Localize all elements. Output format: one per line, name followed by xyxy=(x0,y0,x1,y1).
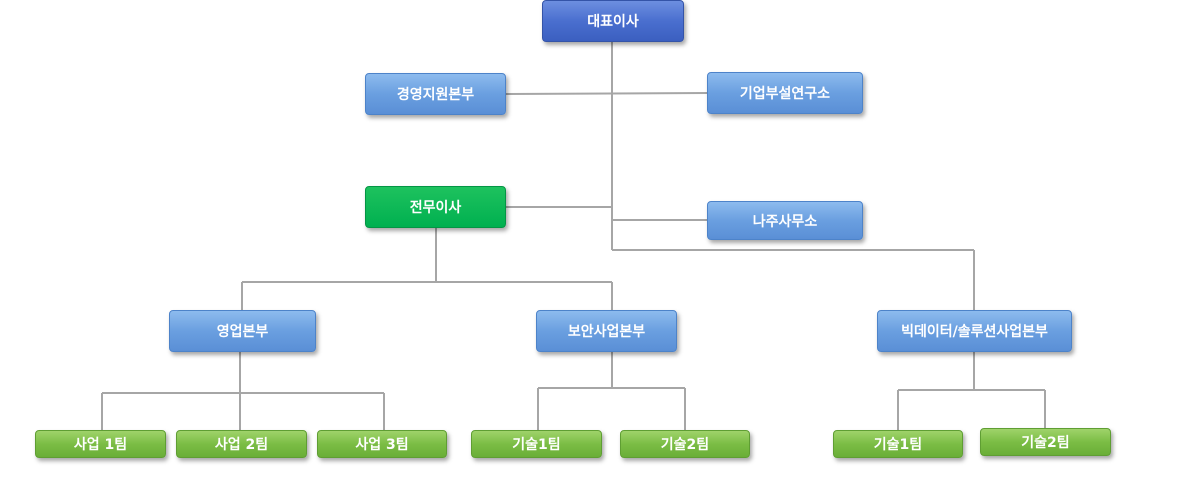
node-tech-team-2-bigdata: 기술2팀 xyxy=(980,428,1111,456)
node-research-lab: 기업부설연구소 xyxy=(707,72,863,114)
node-tech-team-1-security: 기술1팀 xyxy=(471,430,602,458)
node-sales-division: 영업본부 xyxy=(169,310,316,352)
node-ceo: 대표이사 xyxy=(542,0,684,42)
node-tech-team-1-bigdata: 기술1팀 xyxy=(833,430,963,458)
node-naju-office: 나주사무소 xyxy=(707,201,863,240)
node-business-team-2: 사업 2팀 xyxy=(176,430,307,458)
node-business-team-1: 사업 1팀 xyxy=(35,430,166,458)
node-business-team-3: 사업 3팀 xyxy=(317,430,447,458)
connector-line xyxy=(504,92,709,95)
node-security-business: 보안사업본부 xyxy=(536,310,677,352)
node-executive-director: 전무이사 xyxy=(365,186,506,228)
node-management-support: 경영지원본부 xyxy=(365,73,506,115)
node-bigdata-solution: 빅데이터/솔루션사업본부 xyxy=(877,310,1072,352)
node-tech-team-2-security: 기술2팀 xyxy=(620,430,750,458)
